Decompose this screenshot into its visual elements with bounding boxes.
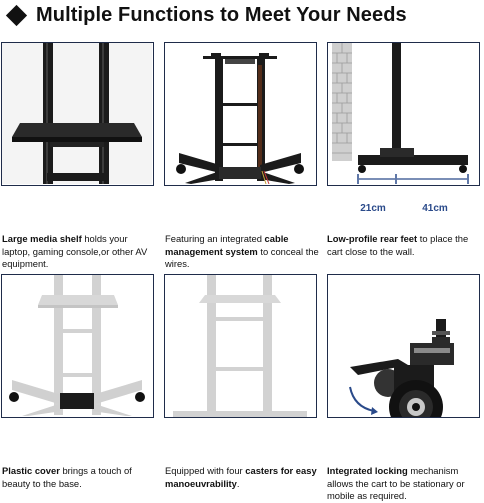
caption-rear-feet: Low-profile rear feet to place the cart …	[327, 233, 483, 258]
caption-bold: casters for easy manoeuvrability	[165, 465, 317, 489]
dimension-label-right: 41cm	[415, 203, 455, 216]
panel-plastic-cover	[1, 274, 154, 418]
dimension-label-left: 21cm	[353, 203, 393, 216]
media-shelf-image	[2, 43, 152, 184]
caption-bold: Large media shelf	[2, 233, 82, 244]
caption-bold: Low-profile rear feet	[327, 233, 418, 244]
caption-text: brings a touch of beauty to the base.	[2, 465, 132, 489]
caption-media-shelf: Large media shelf holds your laptop, gam…	[2, 233, 158, 271]
caption-bold: Plastic cover	[2, 465, 60, 476]
caption-bold: cable management system	[165, 233, 289, 257]
caption-text: to place the cart close to the wall.	[327, 233, 469, 257]
panel-casters	[164, 274, 317, 418]
page-title: Multiple Functions to Meet Your Needs	[36, 3, 407, 26]
casters-image	[165, 275, 315, 417]
caption-cable-management: Featuring an integrated cable management…	[165, 233, 321, 271]
caption-text: mechanism allows the cart to be stationa…	[327, 465, 465, 501]
caption-text: holds your laptop, gaming console,or oth…	[2, 233, 148, 269]
cable-management-image	[165, 43, 315, 184]
caption-bold: Integrated locking	[327, 465, 408, 476]
plastic-cover-image	[2, 275, 152, 417]
rear-feet-image	[328, 43, 478, 184]
caption-plastic-cover: Plastic cover brings a touch of beauty t…	[2, 465, 158, 490]
panel-media-shelf	[1, 42, 154, 186]
panel-rear-feet	[327, 42, 480, 186]
caption-casters: Equipped with four casters for easy mano…	[165, 465, 321, 490]
page-header: Multiple Functions to Meet Your Needs	[0, 0, 484, 30]
panel-cable-management	[164, 42, 317, 186]
locking-caster-image	[328, 275, 478, 417]
panel-locking-caster	[327, 274, 480, 418]
caption-text: Featuring an integrated	[165, 233, 265, 244]
caption-text: to conceal the wires.	[165, 245, 319, 270]
caption-text: Equipped with four	[165, 465, 246, 476]
caption-locking-caster: Integrated locking mechanism allows the …	[327, 465, 483, 503]
caption-text: .	[236, 477, 240, 489]
diamond-bullet-icon	[5, 4, 28, 26]
